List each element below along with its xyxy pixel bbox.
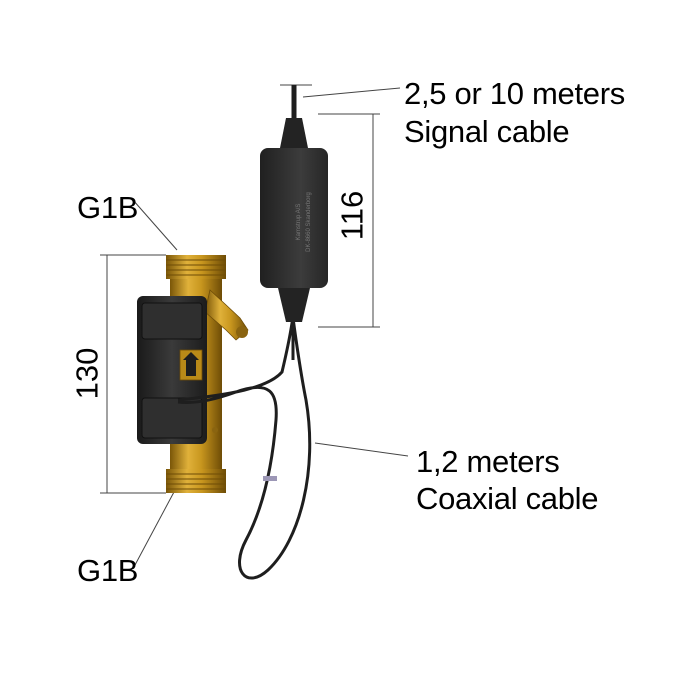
- coax-cable-label: Coaxial cable: [416, 481, 599, 516]
- height-dimension-116: 116: [334, 190, 370, 241]
- thread-label-top: G1B: [77, 190, 139, 225]
- signal-cable-label: Signal cable: [404, 114, 570, 149]
- svg-text:DK-8660 Skanderborg: DK-8660 Skanderborg: [306, 192, 312, 252]
- cable-clip: [263, 476, 277, 481]
- height-dimension-130: 130: [69, 347, 105, 400]
- signal-converter-box: Kamstrup A/S DK-8660 Skanderborg: [260, 118, 328, 322]
- coaxial-cable: [177, 312, 312, 580]
- coax-cable-length: 1,2 meters: [416, 444, 560, 479]
- svg-text:Kamstrup A/S: Kamstrup A/S: [296, 204, 302, 241]
- meter-housing: [137, 296, 207, 444]
- signal-cable-length: 2,5 or 10 meters: [404, 76, 625, 111]
- thread-label-bottom: G1B: [77, 553, 139, 588]
- dimension-lines: [100, 84, 409, 566]
